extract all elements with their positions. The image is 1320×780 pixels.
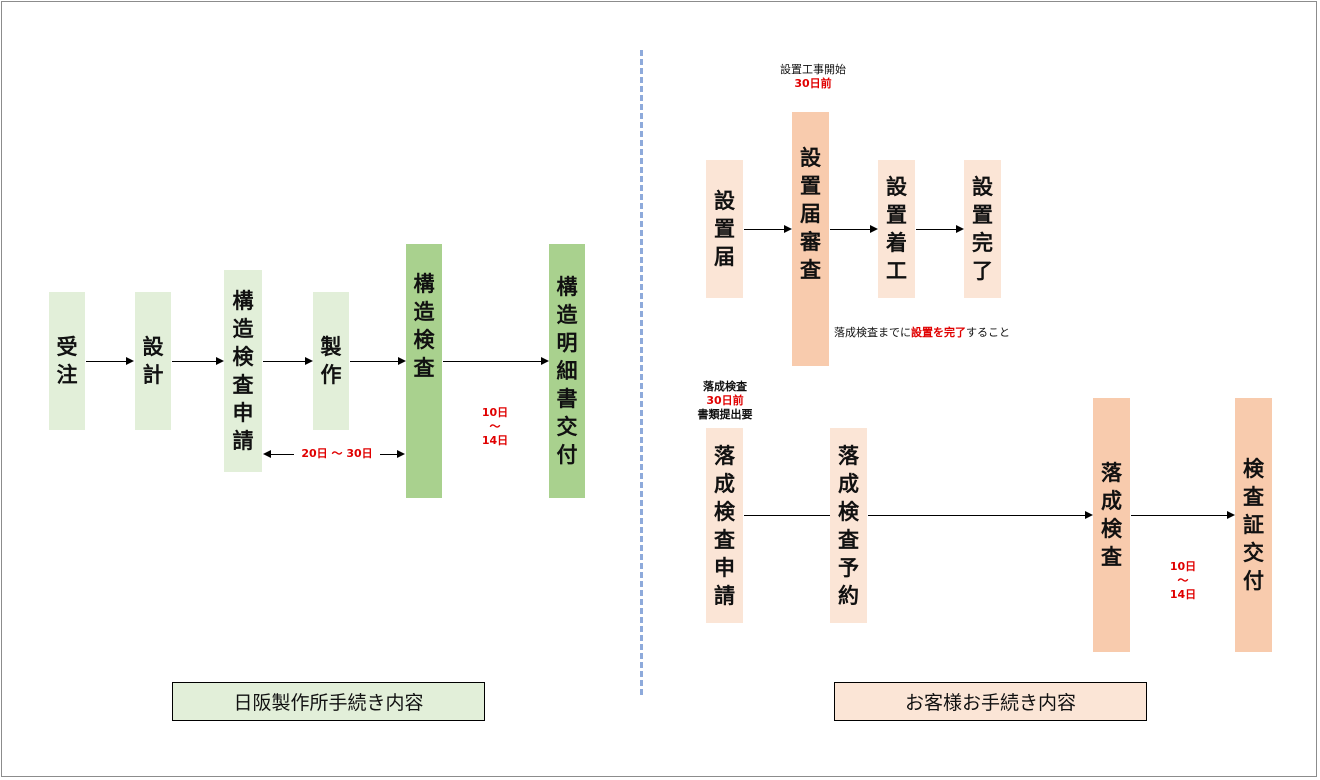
step-inspection-application-label: 落成検査申請 [714,443,735,608]
step-inspection-reservation-label: 落成検査予約 [838,443,859,608]
step-inspection: 落成検査 [1093,398,1130,652]
inspection-note: 落成検査 30日前 書類提出要 [684,380,766,422]
step-spec-issue-label: 構造明細書交付 [556,275,578,467]
step-structure-inspection: 構造検査 [406,244,442,498]
arrowhead [126,357,134,365]
step-install-start-label: 設置着工 [886,175,907,283]
step-install-notice-label: 設置届 [714,189,735,269]
arrowhead [1227,511,1235,519]
step-manufacture-label: 製作 [320,335,342,387]
arrowhead [784,225,792,233]
step-structure-application-label: 構造検査申請 [232,289,254,453]
step-design-label: 設計 [142,335,164,387]
step-structure-inspection-label: 構造検査 [413,272,435,380]
arrowhead [305,357,313,365]
step-install-review: 設置届審査 [792,112,829,366]
step-install-review-label: 設置届審査 [800,146,821,282]
arrow-line [172,361,216,362]
section-divider [640,50,643,695]
arrow-line [443,361,541,362]
install-note-line2: 30日前 [794,77,832,90]
arrow-line [263,361,305,362]
step-inspection-reservation: 落成検査予約 [830,428,867,623]
factory-duration-line3: 14日 [481,434,509,447]
inspection-note-line3: 書類提出要 [697,408,753,421]
arrowhead [216,357,224,365]
span-arrowhead-right [397,450,405,458]
arrowhead [1085,511,1093,519]
step-spec-issue: 構造明細書交付 [549,244,585,498]
install-note: 設置工事開始 30日前 [760,63,866,91]
complete-note-prefix: 落成検査までに [834,326,911,339]
arrow-line [86,361,126,362]
arrowhead [870,225,878,233]
arrow-line [916,229,956,230]
complete-note-emphasis: 設置を完了 [911,326,966,339]
step-inspection-label: 落成検査 [1101,461,1122,569]
span-line-left [270,454,294,455]
span-line-right [380,454,398,455]
connector-line [744,515,830,516]
factory-legend: 日阪製作所手続き内容 [172,682,485,721]
factory-duration-line1: 10日 [481,406,509,419]
customer-duration: 10日 ～ 14日 [1158,560,1208,602]
arrow-line [1131,515,1227,516]
customer-duration-line2: ～ [1177,574,1189,587]
step-install-complete: 設置完了 [964,160,1001,298]
step-install-complete-label: 設置完了 [972,175,993,283]
arrowhead [398,357,406,365]
step-order-label: 受注 [56,335,78,387]
step-install-start: 設置着工 [878,160,915,298]
complete-note: 落成検査までに設置を完了すること [834,326,1054,340]
inspection-note-line1: 落成検査 [703,380,747,393]
arrow-line [868,515,1085,516]
factory-duration-line2: ～ [489,420,501,433]
customer-duration-line3: 14日 [1169,588,1197,601]
arrow-line [744,229,784,230]
complete-note-suffix: すること [966,326,1010,339]
step-order: 受注 [49,292,85,430]
step-design: 設計 [135,292,171,430]
step-install-notice: 設置届 [706,160,743,298]
arrowhead [541,357,549,365]
factory-duration: 10日 ～ 14日 [470,406,520,448]
customer-duration-line1: 10日 [1169,560,1197,573]
step-certificate-issue-label: 検査証交付 [1243,457,1264,593]
arrowhead [956,225,964,233]
arrow-line [350,361,398,362]
install-note-line1: 設置工事開始 [780,63,846,76]
arrow-line [830,229,870,230]
inspection-note-line2: 30日前 [706,394,744,407]
customer-legend: お客様お手続き内容 [834,682,1147,721]
span-label: 20日 ～ 30日 [301,447,373,460]
step-manufacture: 製作 [313,292,349,430]
step-inspection-application: 落成検査申請 [706,428,743,623]
step-certificate-issue: 検査証交付 [1235,398,1272,652]
step-structure-application: 構造検査申請 [224,270,262,472]
span-arrowhead-left [263,450,271,458]
